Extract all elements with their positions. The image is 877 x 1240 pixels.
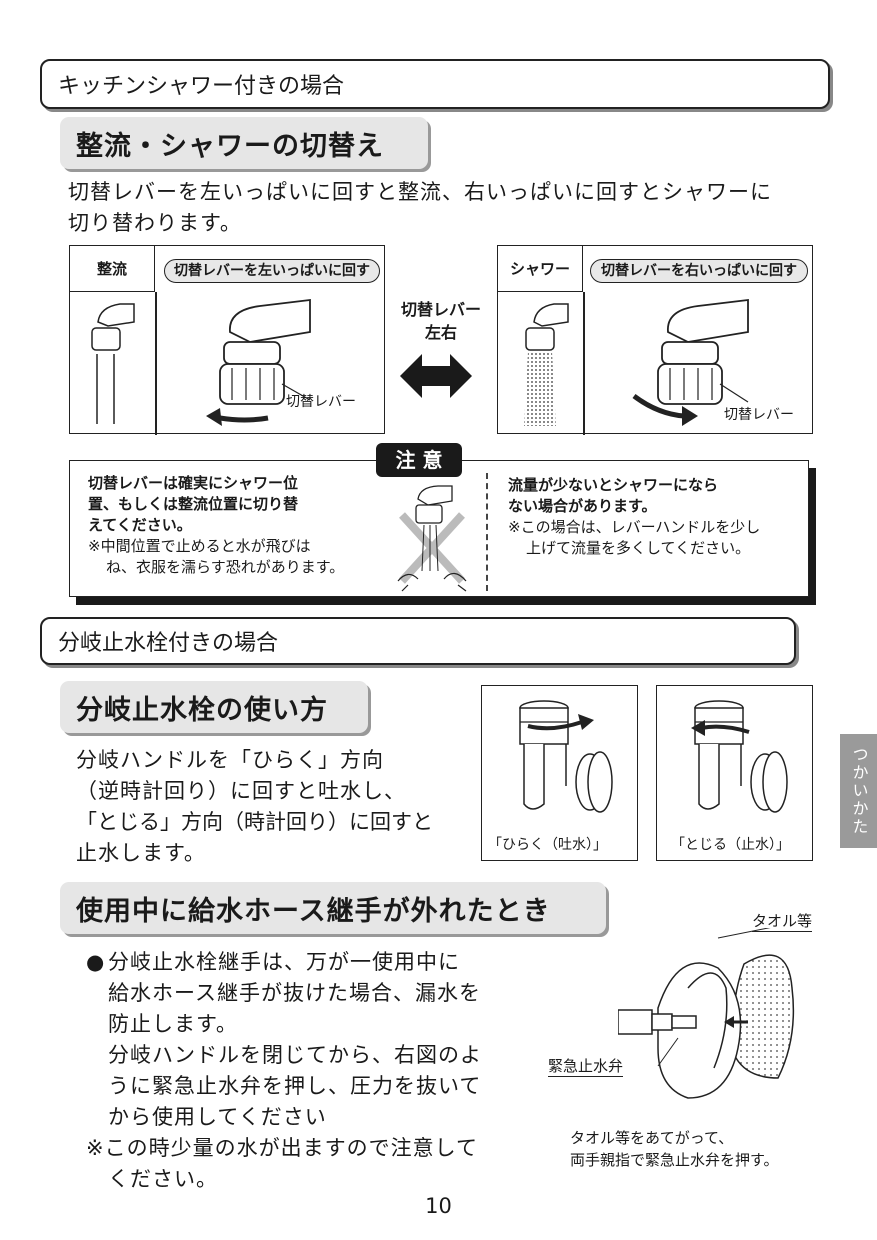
hose-detach-note-1: ※この時少量の水が出ますので注意して [86,1136,478,1160]
shower-faucet-illustration [524,298,749,426]
side-tab-usage: つかいかた [840,734,877,848]
shower-diagram: シャワー 切替レバーを右いっぱいに回す 切替レバー [497,245,813,435]
towel-label: タオル等 [752,912,813,932]
switch-lever-center-label: 切替レバー 左右 [385,298,497,344]
hose-detach-note-2: ください。 [108,1167,218,1191]
straight-flow-divider [155,292,157,435]
heading-hose-detach: 使用中に給水ホース継手が外れたとき [60,882,606,934]
section-title-text-2: 分岐止水栓付きの場合 [58,631,279,656]
valve-open-caption: 「ひらく（吐水）」 [488,837,607,853]
hose-detach-line-5: うに緊急止水弁を押し、圧力を抜いて [108,1074,482,1098]
heading-text-2: 分岐止水栓の使い方 [76,694,328,726]
hose-detach-line-4: 分岐ハンドルを閉じてから、右図のよ [108,1043,482,1067]
shower-lever-label: 切替レバー [724,407,794,423]
intro-line-2: 切り替わります。 [68,211,242,235]
switch-lever-line2: 左右 [424,323,457,342]
emergency-valve-label: 緊急止水弁 [548,1057,624,1077]
section-title-kitchen-shower: キッチンシャワー付きの場合 [40,59,830,109]
heading-text-3: 使用中に給水ホース継手が外れたとき [76,895,551,927]
section-title-branch-valve: 分岐止水栓付きの場合 [40,617,796,665]
straight-flow-instruction: 切替レバーを左いっぱいに回す [164,259,380,283]
caution-right-text: 流量が少ないとシャワーになら ない場合があります。 ※この場合は、レバーハンドル… [508,475,808,559]
caution-left-bold-3: えてください。 [88,516,192,534]
valve-usage-paragraph: 分岐ハンドルを「ひらく」方向 （逆時計回り）に回すと吐水し、 「とじる」方向（時… [76,745,456,869]
hose-detach-line-1: 分岐止水栓継手は、万が一使用中に [108,950,460,974]
valve-close-illustration [691,700,788,813]
switch-lever-line1: 切替レバー [400,300,481,319]
heading-switching: 整流・シャワーの切替え [60,117,428,169]
figure-caption: タオル等をあてがって、 両手親指で緊急止水弁を押す。 [570,1127,779,1171]
valve-usage-line-2: （逆時計回り）に回すと吐水し、 [76,779,406,803]
valve-open-figure: 「ひらく（吐水）」 [481,685,638,861]
caution-badge-text: 注 意 [395,448,443,472]
caution-right-note-1: ※この場合は、レバーハンドルを少し [508,518,761,536]
valve-usage-line-3: 「とじる」方向（時計回り）に回すと [76,810,433,834]
valve-usage-line-4: 止水します。 [76,841,206,865]
caution-left-text: 切替レバーは確実にシャワー位 置、もしくは整流位置に切り替 えてください。 ※中… [88,473,388,578]
caution-left-bold-1: 切替レバーは確実にシャワー位 [88,474,299,492]
shower-instruction: 切替レバーを右いっぱいに回す [590,259,808,283]
double-arrow-icon [400,354,472,398]
valve-usage-line-1: 分岐ハンドルを「ひらく」方向 [76,748,384,772]
hose-detach-body: ● 分岐止水栓継手は、万が一使用中に 給水ホース継手が抜けた場合、漏水を 防止し… [86,947,546,1133]
side-tab-text: つかいかた [849,746,869,836]
figure-caption-line-1: タオル等をあてがって、 [570,1129,734,1147]
caution-right-bold-2: ない場合があります。 [508,497,657,515]
caution-left-bold-2: 置、もしくは整流位置に切り替 [88,495,299,513]
straight-flow-lever-label: 切替レバー [286,394,356,410]
straight-flow-label: 整流 [70,246,155,292]
straight-flow-diagram: 整流 切替レバーを左いっぱいに回す 切替レバー [69,245,385,435]
figure-caption-line-2: 両手親指で緊急止水弁を押す。 [570,1151,779,1169]
caution-left-note-2: ね、衣服を濡らす恐れがあります。 [106,558,345,576]
section-title-text: キッチンシャワー付きの場合 [58,74,345,99]
hose-detach-line-3: 防止します。 [108,1012,238,1036]
straight-flow-faucet-illustration [91,298,311,426]
valve-close-caption: 「とじる（止水）」 [671,837,790,853]
caution-box: 切替レバーは確実にシャワー位 置、もしくは整流位置に切り替 えてください。 ※中… [69,460,809,597]
caution-badge: 注 意 [376,443,462,477]
valve-close-figure: 「とじる（止水）」 [656,685,813,861]
shower-divider [583,292,585,435]
page-number: 10 [425,1194,452,1218]
hose-detach-line-2: 給水ホース継手が抜けた場合、漏水を [108,981,481,1005]
hose-detach-paragraph: ● 分岐止水栓継手は、万が一使用中に 給水ホース継手が抜けた場合、漏水を 防止し… [86,947,546,1195]
heading-valve-usage: 分岐止水栓の使い方 [60,681,368,733]
caution-left-note-1: ※中間位置で止めると水が飛びは [88,537,311,555]
intro-line-1: 切替レバーを左いっぱいに回すと整流、右いっぱいに回すとシャワーに [68,180,772,204]
splash-warning-illustration [397,485,467,592]
caution-right-note-2: 上げて流量を多くしてください。 [526,539,751,557]
caution-right-bold-1: 流量が少ないとシャワーになら [508,476,719,494]
hose-detach-line-6: から使用してください [108,1105,327,1129]
intro-paragraph: 切替レバーを左いっぱいに回すと整流、右いっぱいに回すとシャワーに 切り替わります… [68,177,828,239]
emergency-valve-illustration [618,928,795,1099]
heading-text: 整流・シャワーの切替え [76,130,384,162]
caution-divider [486,473,488,591]
bullet-icon: ● [86,950,106,974]
shower-label: シャワー [498,246,583,292]
valve-open-illustration [519,700,613,813]
